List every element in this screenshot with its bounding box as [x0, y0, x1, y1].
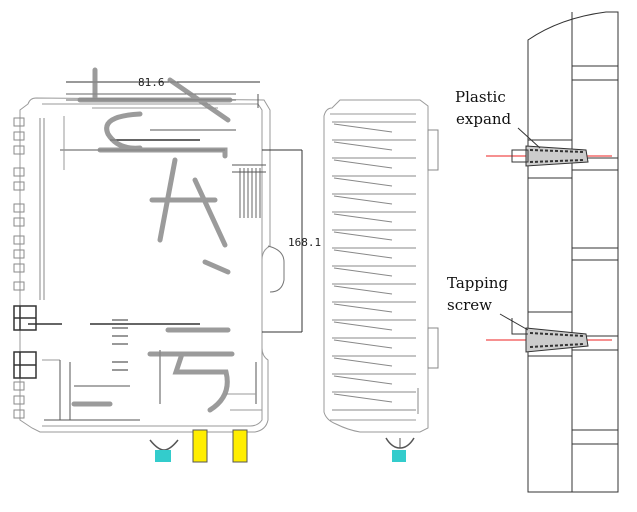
hanger-clip: [149, 439, 179, 451]
plastic-expand-label-line2: expand: [456, 110, 512, 128]
internal-details: [28, 319, 262, 421]
tapping-screw-label-line1: Tapping: [447, 274, 509, 292]
comb-teeth: [332, 121, 416, 411]
tapping-screw: [486, 313, 612, 353]
yellow-strap-left: [192, 429, 208, 463]
wall-inner-lines: [571, 12, 618, 492]
side-view-outline: [323, 99, 429, 433]
plastic-expand-label-line1: Plastic: [455, 88, 506, 106]
height-dimension-label: 168.1: [288, 236, 322, 249]
right-hook: [267, 245, 285, 293]
front-view-inner-outline: [42, 103, 263, 427]
side-clip-bottom: [427, 327, 439, 369]
right-ribs: [232, 164, 266, 218]
wall-outline: [527, 11, 619, 493]
side-view: [323, 99, 439, 462]
left-mount-blocks: [13, 305, 37, 379]
tapping-screw-label-line2: screw: [447, 296, 492, 314]
dimension-lines: [66, 81, 303, 333]
front-view-accents: [149, 429, 248, 463]
cyan-tag-right: [392, 450, 406, 462]
yellow-strap-right: [232, 429, 248, 463]
cyan-tag-left: [155, 450, 171, 462]
front-view-outline: [19, 97, 271, 433]
wall-section: [527, 11, 619, 493]
left-clip-column: [13, 117, 45, 419]
width-dimension-label: 81.6: [138, 76, 165, 89]
watermark: [71, 67, 235, 413]
plastic-expand-anchor: [486, 127, 612, 167]
side-clip-top: [427, 129, 439, 171]
top-rail-lines: [60, 93, 259, 170]
front-view: [13, 93, 285, 433]
